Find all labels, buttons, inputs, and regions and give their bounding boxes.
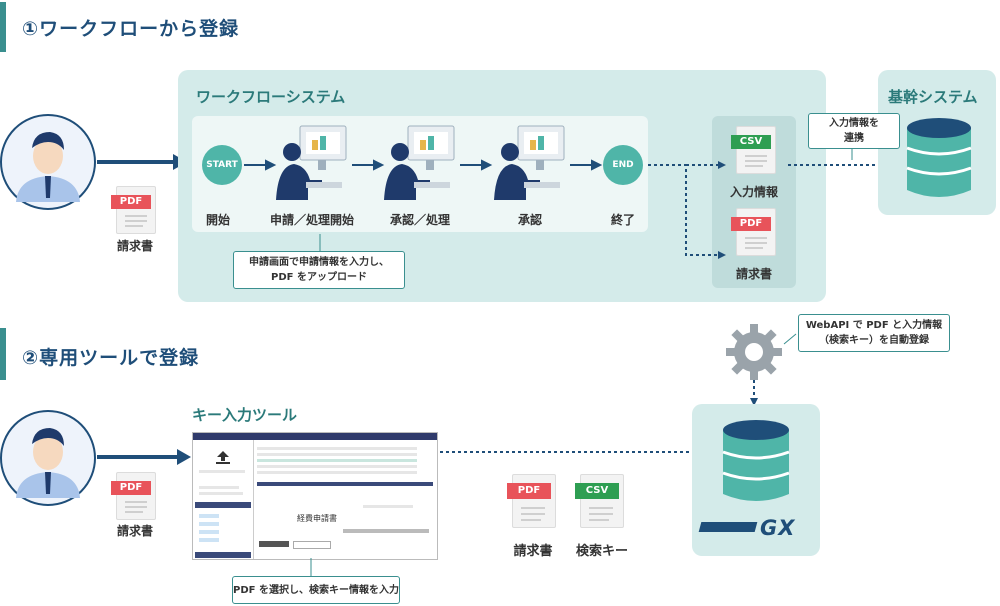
pdf-doc-icon: PDF — [731, 208, 776, 256]
database-icon — [906, 118, 972, 197]
upload-icon — [216, 451, 230, 464]
start-node: START — [202, 145, 242, 185]
csv-tag: CSV — [731, 135, 771, 149]
tool-screen-doc-title: 経費申請書 — [297, 514, 337, 523]
workflow-panel-title: ワークフローシステム — [196, 88, 346, 106]
tool-note: PDF を選択し、検索キー情報を入力 — [232, 576, 400, 604]
pdf-doc-icon-2: PDF — [111, 472, 156, 520]
worker-at-pc-icon — [276, 125, 347, 200]
pdf-doc-icon-1: PDF — [111, 186, 156, 234]
step-arrows — [244, 159, 603, 171]
pdf-tag: PDF — [507, 483, 551, 499]
gx-logo-text: GX — [760, 516, 796, 540]
csv-label: 入力情報 — [729, 185, 778, 199]
csv-doc-icon: CSV — [731, 126, 776, 174]
end-node: END — [603, 145, 643, 185]
key-input-tool-title: キー入力ツール — [192, 406, 298, 424]
workflow-note-line2: PDF をアップロード — [271, 272, 367, 283]
core-note: 入力情報を 連携 — [808, 113, 900, 149]
core-system-title: 基幹システム — [888, 88, 978, 106]
files-pdf-label: 請求書 — [513, 544, 553, 559]
webapi-note-line1: WebAPI で PDF と入力情報 — [805, 320, 943, 331]
step-label: 申請／処理開始 — [269, 213, 354, 227]
database-icon — [722, 420, 790, 501]
files-csv-label: 検索キー — [575, 544, 628, 559]
section2-bar — [0, 328, 6, 380]
tool-sidebar — [193, 440, 254, 559]
webapi-note-line2: （検索キー）を自動登録 — [819, 335, 929, 346]
tool-note-pointer — [310, 558, 312, 576]
tool-file-list — [257, 443, 433, 479]
user1-doc-label: 請求書 — [116, 239, 153, 253]
step-label: 開始 — [205, 213, 230, 227]
core-note-line1: 入力情報を — [829, 118, 879, 129]
user-avatar-1 — [0, 114, 96, 210]
step-label: 承認 — [517, 213, 542, 227]
tool-titlebar — [193, 433, 437, 440]
worker-at-pc-icon — [494, 125, 565, 200]
user2-doc-label: 請求書 — [116, 524, 153, 538]
step-label: 終了 — [610, 213, 635, 227]
worker-at-pc-icon — [384, 125, 455, 200]
user-avatar-2 — [0, 410, 96, 506]
key-input-tool-screenshot: 経費申請書 — [192, 432, 438, 560]
pdf-tag: PDF — [731, 217, 771, 231]
pdf-doc-icon-3: PDF — [507, 474, 556, 528]
pdf-label: 請求書 — [735, 267, 772, 281]
csv-doc-icon-2: CSV — [575, 474, 624, 528]
step-label: 承認／処理 — [389, 213, 450, 227]
workflow-note: 申請画面で申請情報を入力し、 PDF をアップロード — [233, 251, 405, 289]
gx-logo: GX — [698, 516, 812, 540]
workflow-note-line1: 申請画面で申請情報を入力し、 — [249, 257, 389, 268]
note-pointer — [319, 234, 321, 252]
pdf-tag: PDF — [111, 481, 151, 495]
section2-title: ②専用ツールで登録 — [22, 347, 200, 369]
webapi-note: WebAPI で PDF と入力情報 （検索キー）を自動登録 — [798, 314, 950, 352]
csv-tag: CSV — [575, 483, 619, 499]
section1-title: ①ワークフローから登録 — [22, 18, 240, 40]
section1-bar — [0, 2, 6, 52]
gear-icon — [726, 324, 782, 380]
core-note-line2: 連携 — [844, 133, 864, 144]
pdf-tag: PDF — [111, 195, 151, 209]
arrow-user-to-tool — [97, 449, 191, 465]
